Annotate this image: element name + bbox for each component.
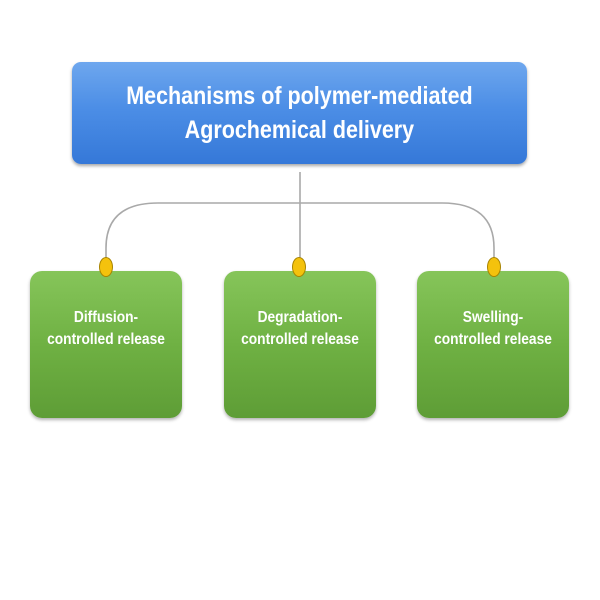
- connector-knob-swelling: [487, 257, 501, 277]
- mechanism-box-diffusion: Diffusion-controlled release: [30, 271, 182, 418]
- mechanism-box-swelling: Swelling-controlled release: [417, 271, 569, 418]
- title-line-2: Agrochemical delivery: [184, 116, 415, 144]
- title-line-1: Mechanisms of polymer-mediated: [126, 82, 473, 110]
- mechanism-box-degradation: Degradation-controlled release: [224, 271, 376, 418]
- mechanism-label-diffusion: Diffusion-controlled release: [47, 308, 165, 348]
- connector-knob-degradation: [292, 257, 306, 277]
- connector-knob-diffusion: [99, 257, 113, 277]
- mechanism-label-swelling: Swelling-controlled release: [434, 308, 552, 348]
- mechanism-label-degradation: Degradation-controlled release: [241, 308, 359, 348]
- arc-connector: [105, 202, 495, 262]
- title-box: Mechanisms of polymer-mediated Agrochemi…: [72, 62, 527, 164]
